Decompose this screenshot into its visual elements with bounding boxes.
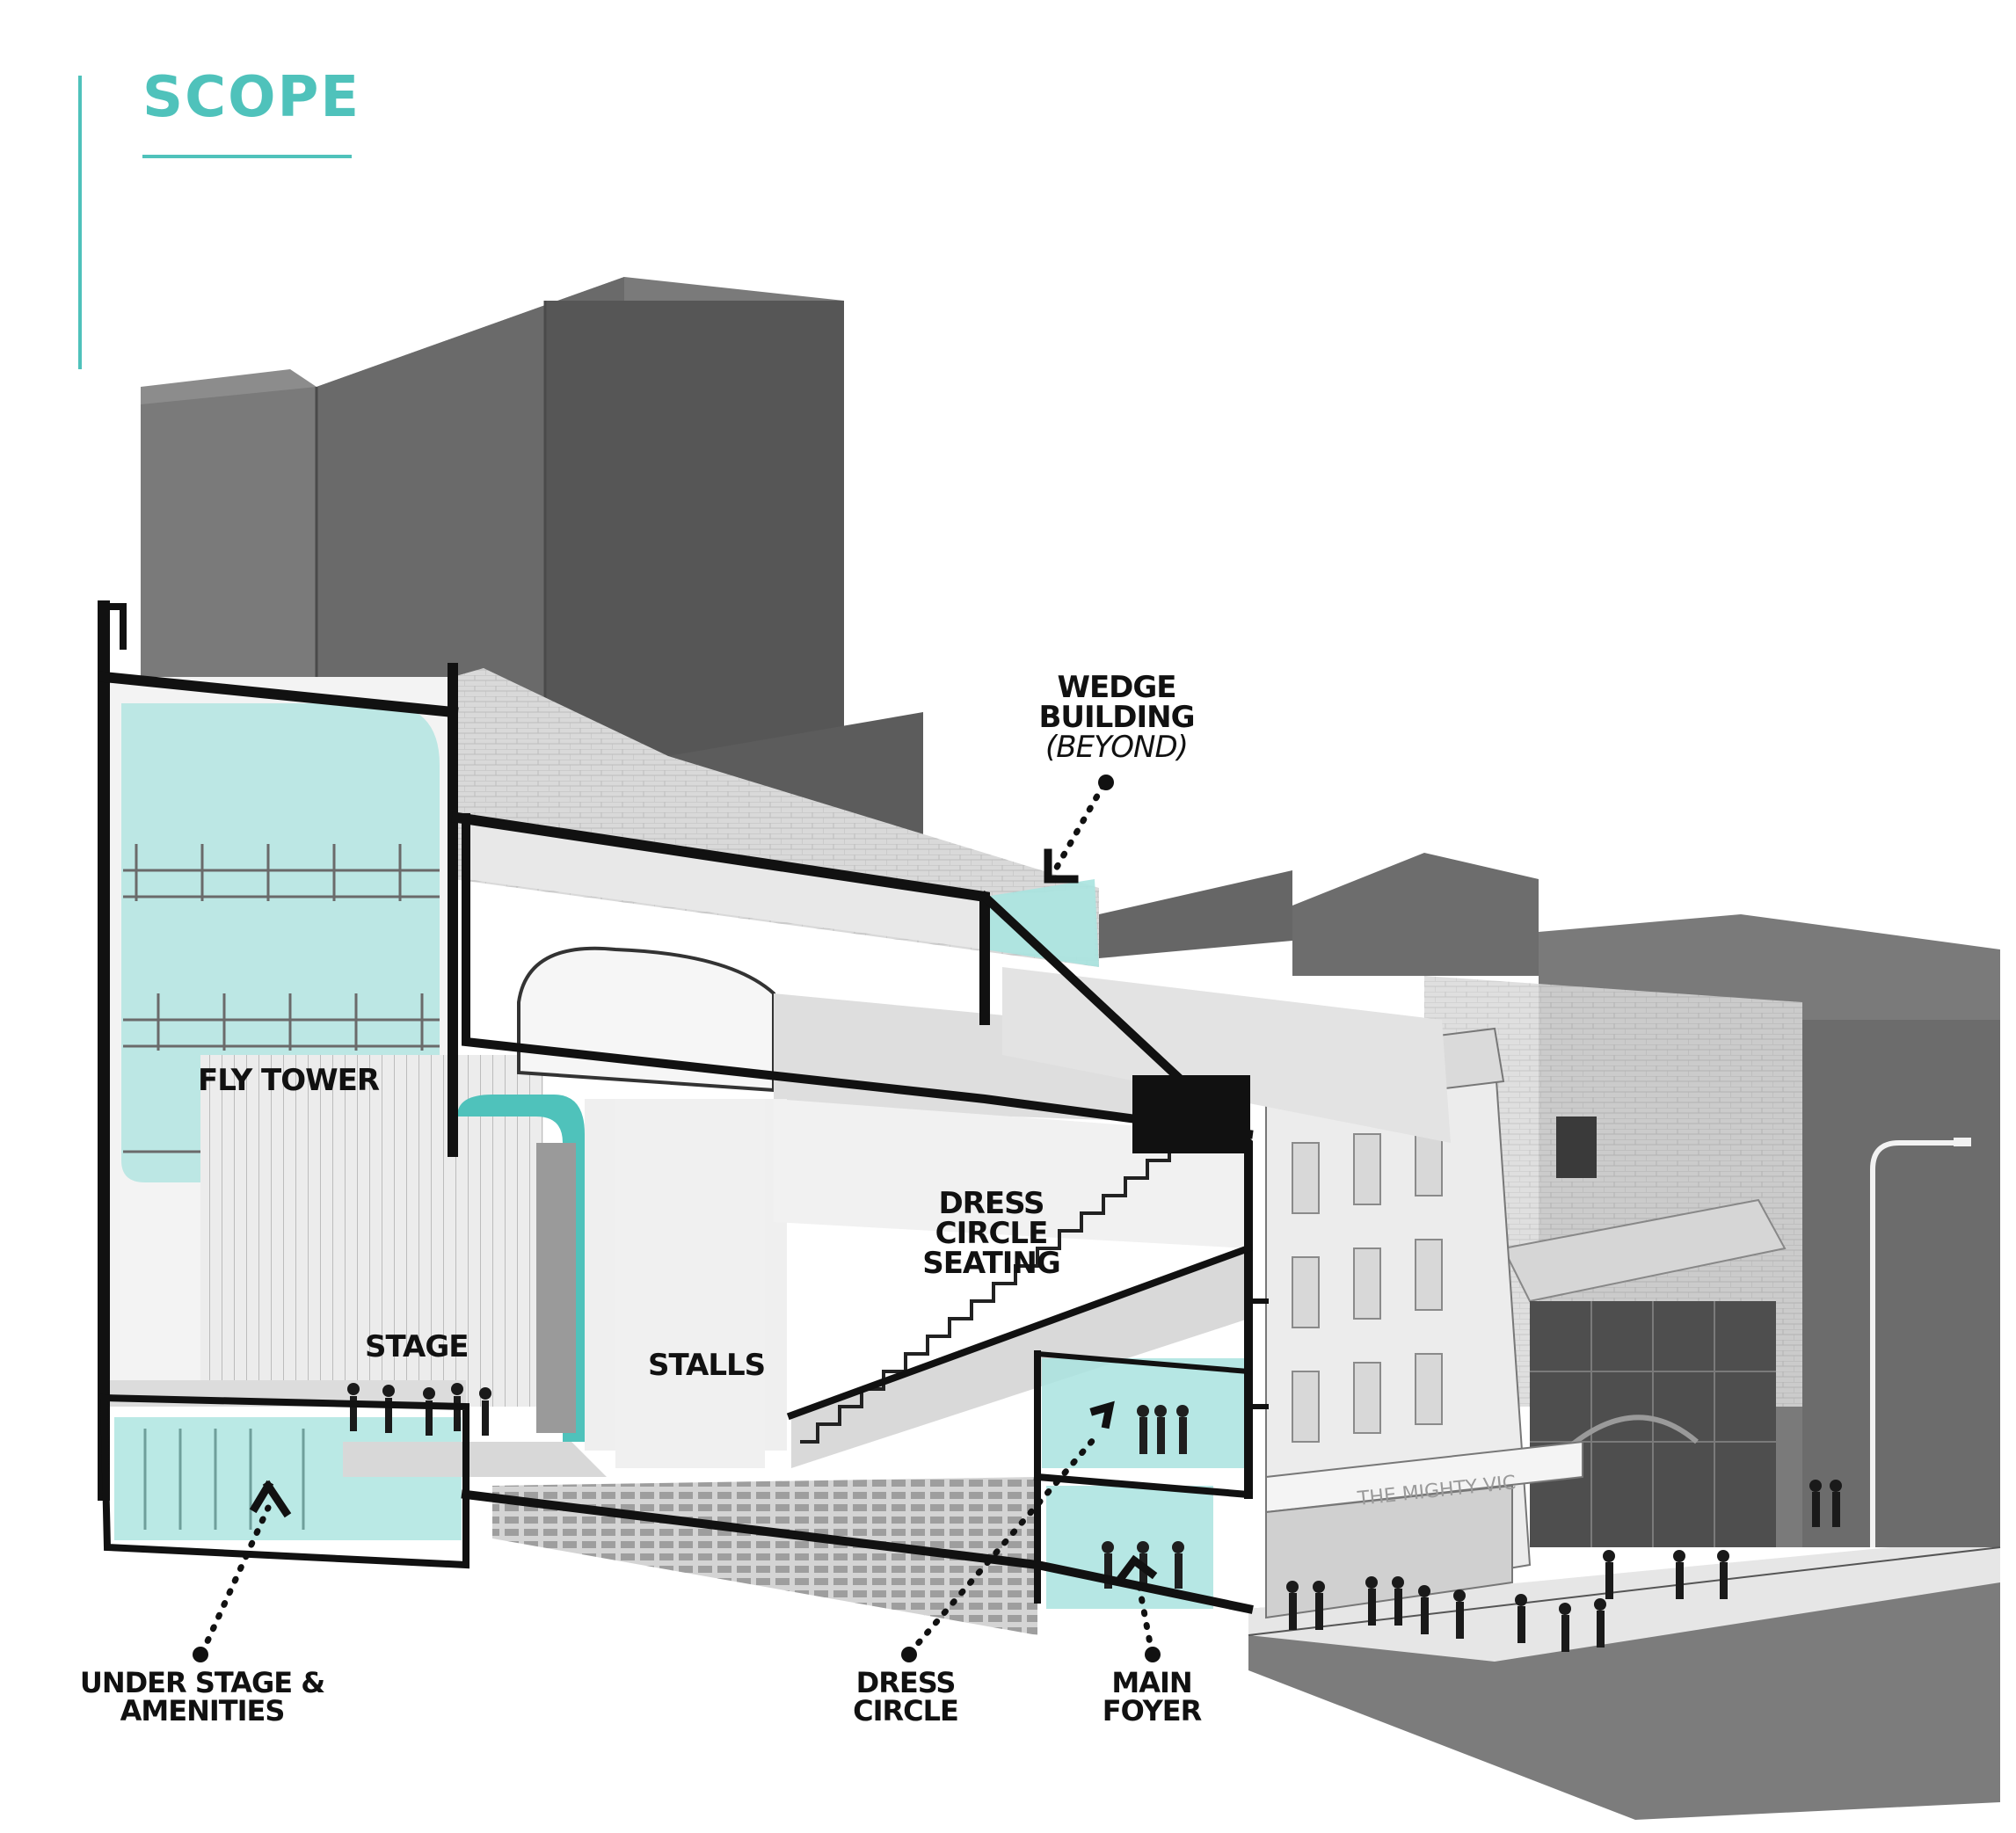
dress-circle-label: DRESS CIRCLE bbox=[844, 1669, 967, 1725]
wedge-building-line-2: BUILDING bbox=[1038, 700, 1195, 735]
pedestrian-silhouettes bbox=[1286, 1480, 1842, 1652]
foyer-glazing bbox=[1042, 1358, 1253, 1609]
main-foyer-label: MAIN FOYER bbox=[1095, 1669, 1209, 1725]
wedge-building-line-3: (BEYOND) bbox=[1045, 730, 1189, 765]
under-stage-line-1: UNDER STAGE & bbox=[79, 1666, 325, 1699]
dress-circle-seating-line-2: SEATING bbox=[922, 1246, 1061, 1281]
leader-dots bbox=[193, 775, 1161, 1662]
scope-accent-rule bbox=[78, 76, 82, 369]
leader-lines bbox=[199, 782, 1155, 1656]
dress-circle-seating-line-1: DRESS CIRCLE bbox=[935, 1186, 1049, 1251]
dress-circle-tiers bbox=[774, 1099, 1248, 1468]
canopy-building bbox=[1502, 1198, 1787, 1547]
under-stage-amenities-area bbox=[114, 1417, 462, 1540]
under-stage-leader bbox=[199, 1504, 272, 1656]
street-lamp bbox=[1870, 1138, 1971, 1547]
wedge-arrowhead bbox=[1044, 848, 1079, 884]
wedge-building-label: WEDGE BUILDING (BEYOND) bbox=[1037, 673, 1196, 762]
tall-tower-block bbox=[141, 277, 844, 791]
main-foyer-line-2: FOYER bbox=[1102, 1694, 1203, 1728]
main-foyer-line-1: MAIN bbox=[1111, 1666, 1192, 1699]
wedge-building-line-1: WEDGE bbox=[1057, 670, 1176, 705]
stalls-label: STALLS bbox=[648, 1348, 766, 1383]
under-stage-label: UNDER STAGE & AMENITIES bbox=[75, 1669, 330, 1725]
dress-circle-arrowhead bbox=[1089, 1400, 1115, 1429]
title-underline bbox=[142, 155, 352, 158]
dress-circle-line-2: CIRCLE bbox=[853, 1694, 959, 1728]
main-foyer-arrowhead bbox=[1115, 1554, 1158, 1584]
section-cut-lines bbox=[98, 600, 1269, 1614]
stage-floor bbox=[343, 1383, 607, 1477]
dress-circle-seating-label: DRESS CIRCLE SEATING bbox=[879, 1189, 1103, 1278]
fly-tower-label: FLY TOWER bbox=[198, 1063, 380, 1098]
fly-galleries bbox=[123, 844, 440, 1153]
under-stage-line-2: AMENITIES bbox=[120, 1694, 286, 1728]
dress-circle-leader bbox=[906, 1429, 1103, 1656]
dancer-silhouettes bbox=[347, 1383, 491, 1436]
page-title: SCOPE bbox=[142, 65, 361, 130]
leader-arrowheads bbox=[249, 848, 1158, 1584]
under-stage-arrowhead bbox=[249, 1480, 292, 1518]
heritage-facade: THE MIGHTY VIC bbox=[1265, 1027, 1597, 1619]
main-foyer-leader bbox=[1135, 1579, 1155, 1656]
wedge-leader bbox=[1052, 782, 1107, 874]
dress-circle-line-1: DRESS bbox=[855, 1666, 957, 1699]
stage-label: STAGE bbox=[365, 1329, 469, 1364]
street-ground bbox=[1248, 1546, 2001, 1820]
main-foyer-space bbox=[1046, 1486, 1213, 1609]
